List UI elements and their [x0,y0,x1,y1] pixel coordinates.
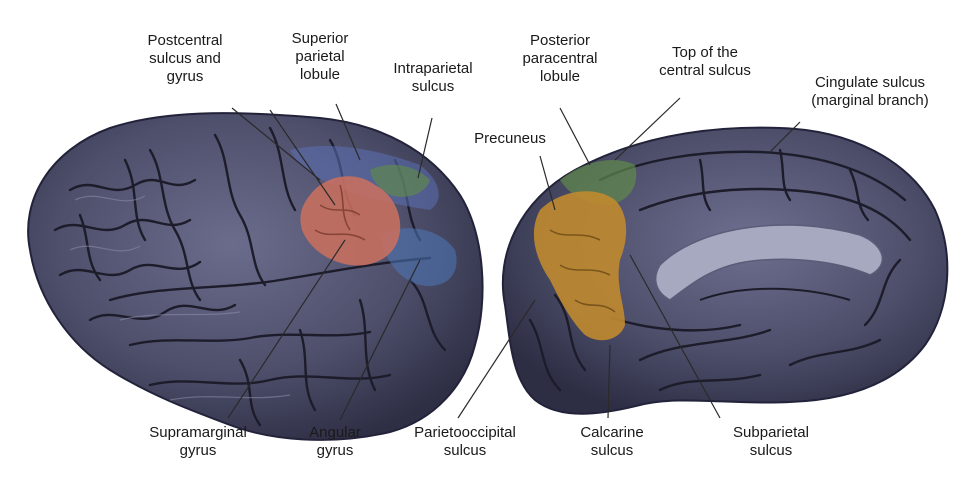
label-top-of-central-sulcus: Top of the central sulcus [640,44,770,80]
label-cingulate-sulcus: Cingulate sulcus (marginal branch) [790,74,950,110]
left-hemisphere-lateral [28,113,482,440]
label-superior-parietal-lobule: Superior parietal lobule [272,30,368,84]
label-supramarginal-gyrus: Supramarginal gyrus [138,424,258,460]
label-calcarine-sulcus: Calcarine sulcus [562,424,662,460]
right-hemisphere-medial [503,128,947,414]
label-posterior-paracentral-lobule: Posterior paracentral lobule [510,32,610,86]
label-subparietal-sulcus: Subparietal sulcus [716,424,826,460]
label-intraparietal-sulcus: Intraparietal sulcus [378,60,488,96]
label-precuneus: Precuneus [460,130,560,148]
label-angular-gyrus: Angular gyrus [290,424,380,460]
label-parietooccipital-sulcus: Parietooccipital sulcus [395,424,535,460]
label-postcentral-sulcus-gyrus: Postcentral sulcus and gyrus [130,32,240,86]
